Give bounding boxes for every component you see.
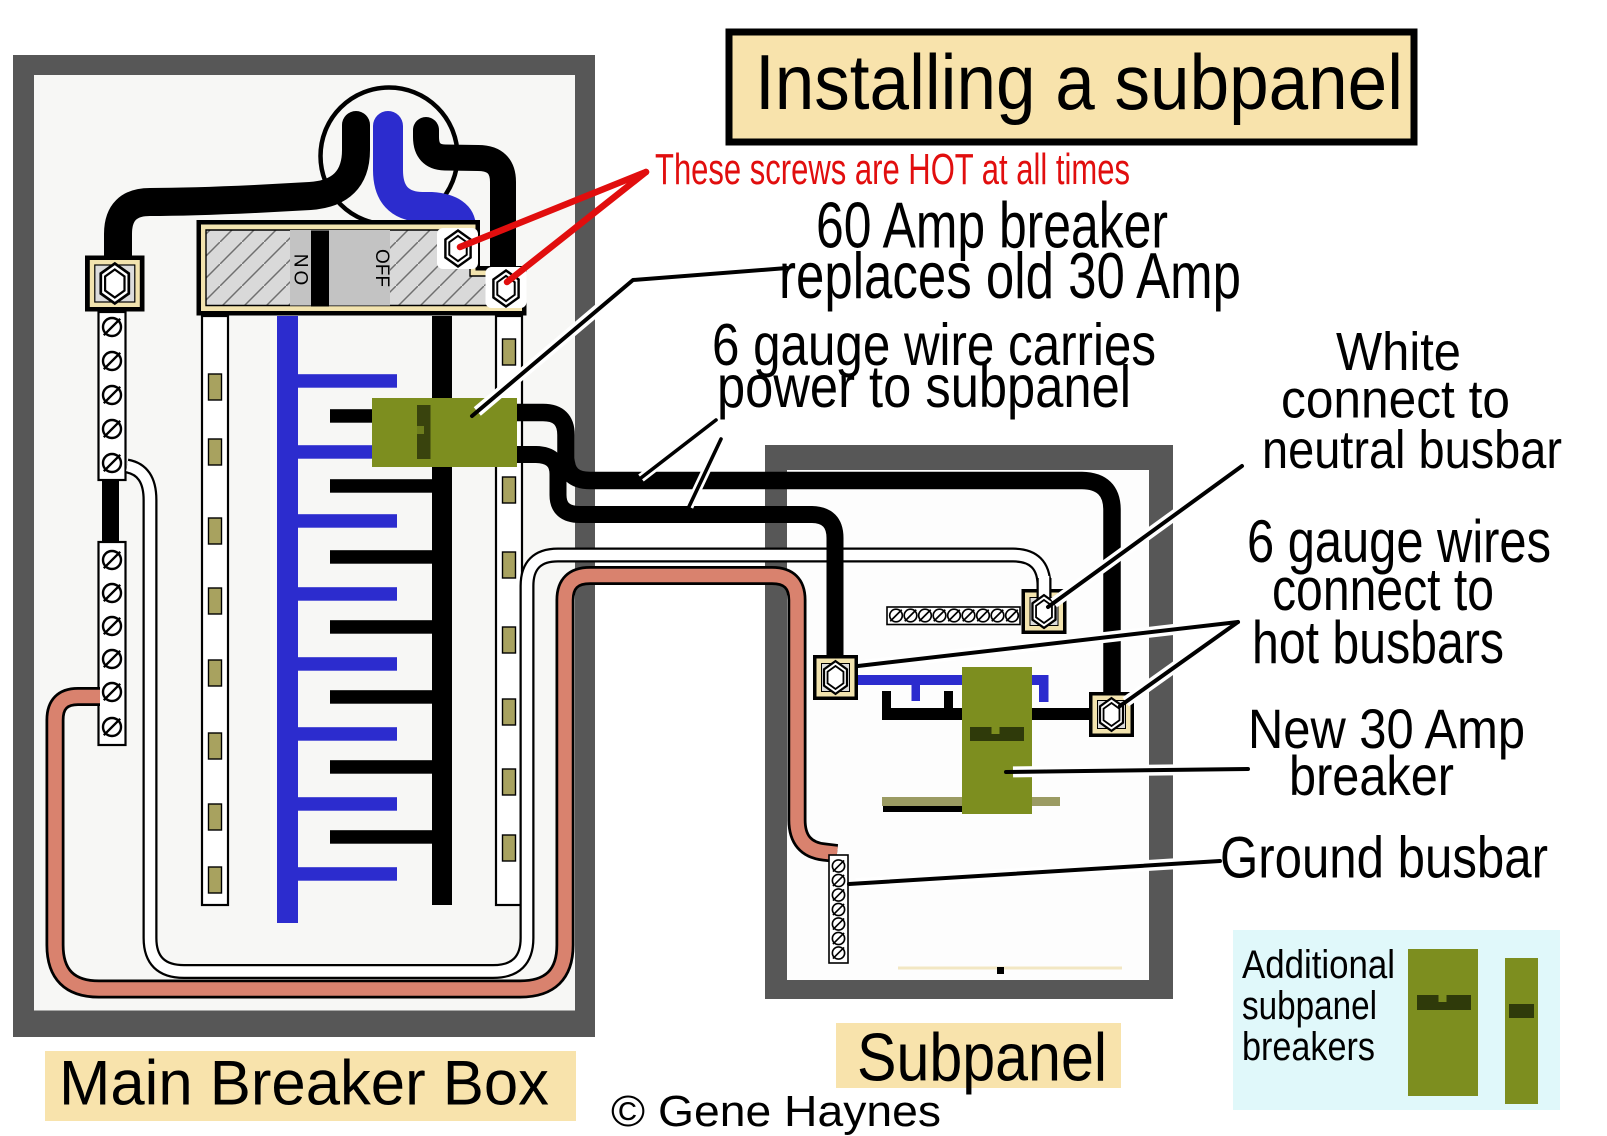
svg-text:subpanel: subpanel [1242, 984, 1377, 1028]
svg-text:power to subpanel: power to subpanel [717, 354, 1131, 420]
svg-text:© Gene Haynes: © Gene Haynes [611, 1087, 941, 1136]
svg-text:ON: ON [292, 251, 313, 286]
svg-text:hot busbars: hot busbars [1252, 609, 1504, 676]
svg-text:breakers: breakers [1242, 1025, 1375, 1069]
svg-text:OFF: OFF [371, 249, 392, 287]
svg-text:6 gauge wire carries: 6 gauge wire carries [712, 312, 1156, 378]
svg-text:White: White [1336, 322, 1461, 382]
svg-text:connect to: connect to [1281, 370, 1510, 430]
svg-text:Main Breaker Box: Main Breaker Box [59, 1049, 549, 1119]
svg-text:New 30 Amp: New 30 Amp [1248, 697, 1525, 760]
svg-text:connect to: connect to [1272, 556, 1494, 623]
svg-text:These screws are HOT at all ti: These screws are HOT at all times [655, 145, 1130, 194]
svg-text:6 gauge wires: 6 gauge wires [1247, 508, 1551, 575]
svg-text:breaker: breaker [1289, 744, 1454, 807]
svg-text:replaces old 30 Amp: replaces old 30 Amp [779, 239, 1241, 312]
svg-text:Ground busbar: Ground busbar [1220, 826, 1548, 891]
svg-text:Subpanel: Subpanel [857, 1020, 1107, 1096]
svg-text:Additional: Additional [1242, 943, 1395, 987]
svg-text:neutral busbar: neutral busbar [1262, 420, 1562, 480]
svg-text:Installing a subpanel: Installing a subpanel [755, 38, 1403, 126]
svg-text:60 Amp breaker: 60 Amp breaker [816, 189, 1168, 262]
